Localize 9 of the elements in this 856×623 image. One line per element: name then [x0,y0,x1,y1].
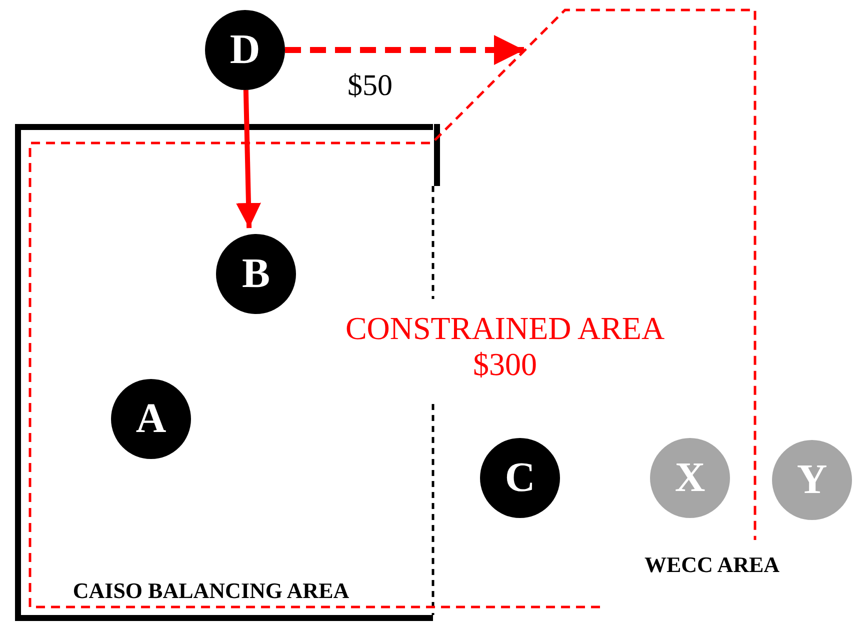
letter-circle: C [480,438,560,518]
letter-circle: X [650,438,730,518]
letter-circle: B [216,234,296,314]
arrow [236,90,261,228]
letter-circle: Y [772,440,852,520]
letter-circle: A [111,379,191,459]
area-label: WECC AREA [644,552,780,578]
area-label: CAISO BALANCING AREA [72,577,350,605]
arrow [285,35,524,65]
